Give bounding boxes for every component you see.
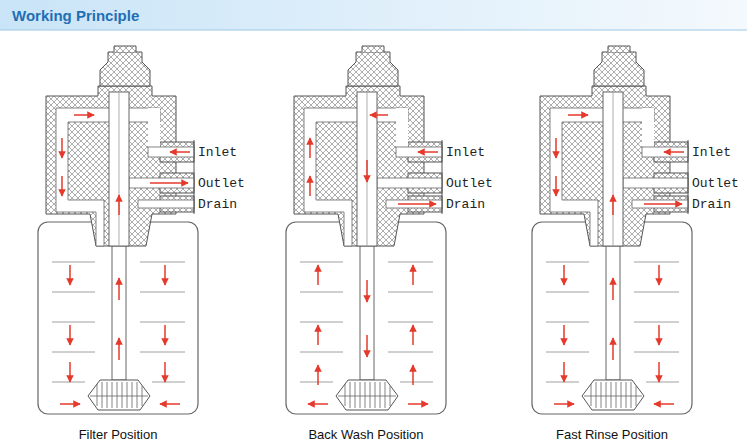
- port-label: Drain: [198, 197, 237, 212]
- port-label: Outlet: [692, 176, 739, 191]
- port-label: Drain: [692, 197, 731, 212]
- port-label: Inlet: [446, 145, 485, 160]
- section-title: Working Principle: [12, 7, 139, 25]
- position-caption: Fast Rinse Position: [556, 427, 668, 442]
- port-label: Inlet: [692, 145, 731, 160]
- position-caption: Back Wash Position: [308, 427, 423, 442]
- port-label: Outlet: [198, 176, 245, 191]
- port-label: Outlet: [446, 176, 493, 191]
- flow-arrows: [60, 115, 190, 404]
- position-caption: Filter Position: [79, 427, 158, 442]
- title-band: [0, 0, 747, 30]
- port-label: Drain: [446, 197, 485, 212]
- flow-arrows: [554, 115, 684, 404]
- port-label: Inlet: [198, 145, 237, 160]
- flow-arrows: [308, 115, 438, 404]
